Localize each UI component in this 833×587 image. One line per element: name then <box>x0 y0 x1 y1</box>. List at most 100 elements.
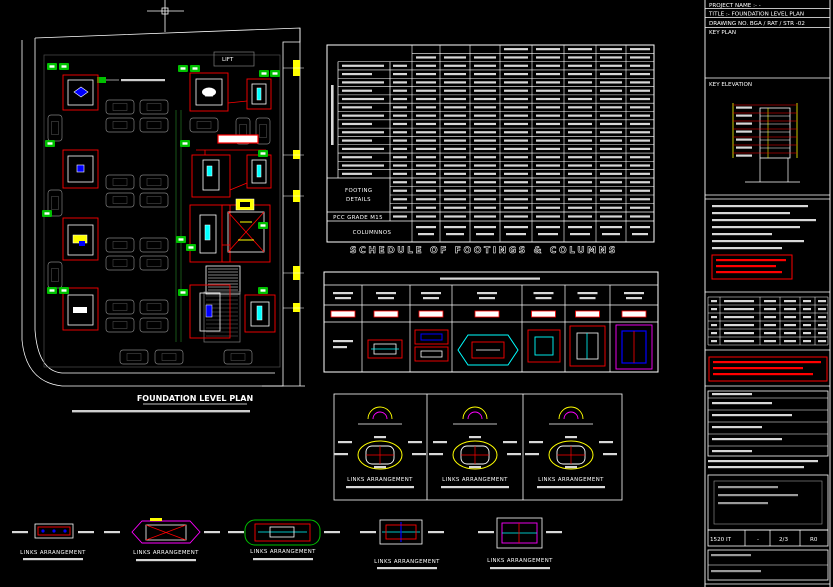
text-mark <box>630 106 650 109</box>
text-mark <box>600 206 622 209</box>
text-mark <box>536 106 560 109</box>
car-window <box>112 196 128 204</box>
text-mark <box>538 233 558 236</box>
text-mark <box>632 233 648 236</box>
footing-details-table[interactable] <box>323 271 659 373</box>
footing-f7[interactable] <box>62 217 99 261</box>
footing-f11[interactable] <box>189 284 231 339</box>
text-mark <box>444 164 466 167</box>
footing-f6[interactable] <box>246 154 272 189</box>
text-mark <box>536 215 560 218</box>
text-mark <box>711 324 717 327</box>
parking-bays <box>47 99 271 365</box>
tie-beam-lines <box>196 100 266 246</box>
links-spec-mark <box>23 558 83 561</box>
car-window <box>146 178 162 186</box>
text-mark <box>423 297 439 300</box>
text-mark <box>624 292 644 295</box>
text-mark <box>393 189 407 192</box>
text-mark <box>342 122 372 126</box>
text-mark <box>568 81 592 84</box>
text-mark <box>416 72 436 76</box>
text-mark <box>565 466 577 469</box>
footing-tag-mark <box>49 289 55 292</box>
text-mark <box>712 426 762 429</box>
footing-f12[interactable] <box>244 294 276 333</box>
footing-f1[interactable] <box>62 74 99 111</box>
text-mark <box>342 164 384 167</box>
text-mark <box>536 206 560 209</box>
links-spec-mark <box>537 486 605 489</box>
text-mark <box>736 138 752 141</box>
text-mark <box>630 89 650 92</box>
text-mark <box>474 164 496 167</box>
footing-f4[interactable] <box>62 149 99 189</box>
footing-f2[interactable] <box>189 72 229 112</box>
text-mark <box>711 308 717 311</box>
parked-car <box>139 237 169 253</box>
footing-details-label-1: FOOTING <box>345 188 372 194</box>
parked-car <box>154 349 184 365</box>
links-spec-mark <box>377 567 437 570</box>
text-mark <box>335 297 351 300</box>
text-mark <box>713 373 813 376</box>
text-mark <box>600 56 622 59</box>
text-mark <box>504 131 528 134</box>
footing-f8[interactable] <box>189 204 231 263</box>
car-window <box>112 178 128 186</box>
text-mark <box>716 259 786 262</box>
text-mark <box>536 122 560 126</box>
text-mark <box>600 106 622 109</box>
text-mark <box>626 297 642 300</box>
text-mark <box>630 189 650 192</box>
text-mark <box>546 531 562 534</box>
footing-tag-mark <box>192 67 198 70</box>
text-mark <box>803 316 811 319</box>
text-mark <box>444 139 466 142</box>
footing-f9-lift-core[interactable] <box>221 198 271 263</box>
links-label-3: LINKS ARRANGEMENT <box>250 549 316 555</box>
text-mark <box>536 181 560 184</box>
text-mark <box>444 172 466 175</box>
footer-sheet: 2/3 <box>779 537 788 543</box>
schedule-table[interactable] <box>326 44 655 243</box>
text-mark <box>478 531 494 534</box>
note-box <box>711 254 793 280</box>
text-mark <box>803 308 811 311</box>
parked-car <box>235 117 251 145</box>
text-mark <box>444 156 466 159</box>
text-mark <box>416 226 436 229</box>
text-mark <box>504 97 528 101</box>
text-mark <box>630 172 650 175</box>
text-mark <box>416 139 436 142</box>
text-mark <box>736 114 752 117</box>
text-mark <box>784 332 796 335</box>
text-mark <box>504 156 528 159</box>
footing-f5[interactable] <box>191 154 231 198</box>
text-mark <box>360 531 376 534</box>
text-mark <box>416 81 436 84</box>
links-label-2: LINKS ARRANGEMENT <box>133 550 199 556</box>
text-mark <box>393 122 407 126</box>
text-mark <box>536 189 560 192</box>
text-mark <box>469 436 481 439</box>
footing-tag-mark <box>188 246 194 249</box>
footing-tag-mark <box>180 291 186 294</box>
footing-f3[interactable] <box>246 78 272 110</box>
text-mark <box>568 198 592 201</box>
text-mark <box>444 56 466 59</box>
footing-f10[interactable] <box>62 287 99 331</box>
car-window <box>51 121 59 135</box>
column-nos-label: COLUMNNOS <box>353 230 392 236</box>
text-mark <box>446 233 464 236</box>
text-mark <box>476 233 494 236</box>
car-window <box>112 303 128 311</box>
footing-section-5 <box>569 325 606 367</box>
text-mark <box>393 131 407 134</box>
text-mark <box>712 393 752 396</box>
text-mark <box>78 531 94 534</box>
footing-size-mark <box>330 310 356 318</box>
text-mark <box>334 453 348 456</box>
text-mark <box>630 64 650 67</box>
